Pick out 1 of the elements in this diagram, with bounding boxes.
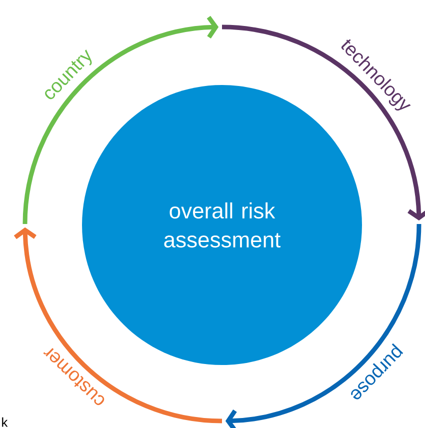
text-fragment: k: [2, 417, 8, 427]
